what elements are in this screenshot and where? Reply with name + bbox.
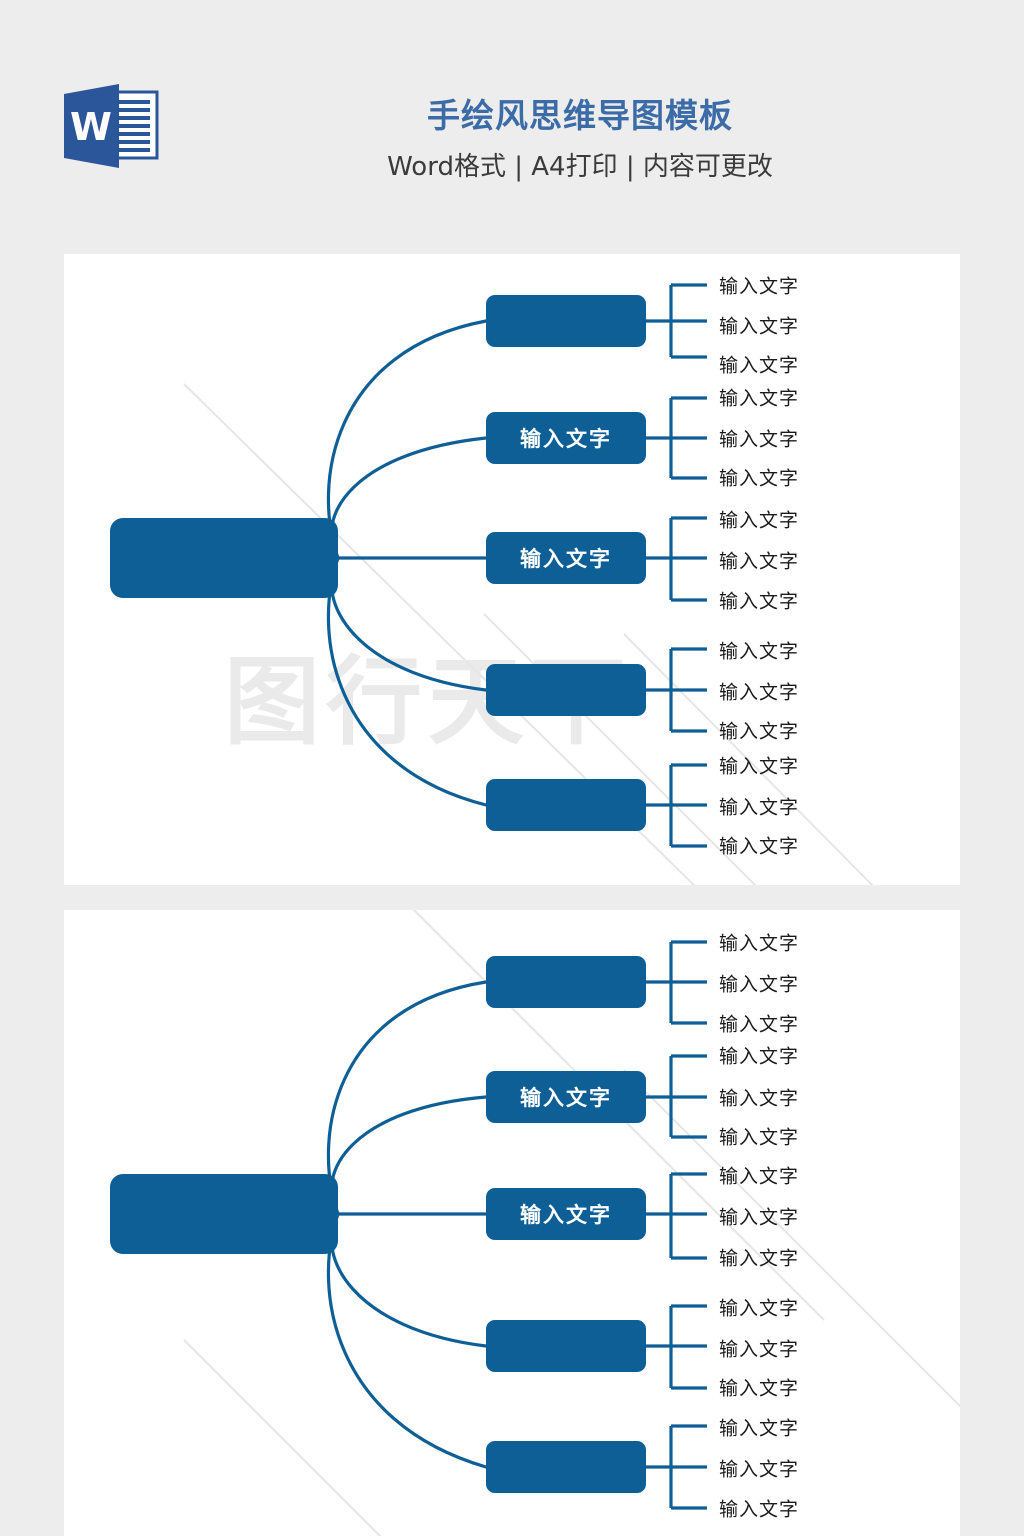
- root-node[interactable]: [110, 518, 338, 598]
- branch-node-3[interactable]: 输入文字: [486, 532, 646, 584]
- mindmap-connectors-1: [326, 283, 707, 848]
- branch-node-2-1[interactable]: [486, 956, 646, 1008]
- leaf-label-2-2-2[interactable]: 输入文字: [719, 1087, 800, 1110]
- leaf-label-5-3[interactable]: 输入文字: [719, 835, 800, 858]
- leaf-label-2-2-3[interactable]: 输入文字: [719, 1126, 800, 1149]
- word-logo: W: [62, 84, 166, 168]
- leaf-label-3-3[interactable]: 输入文字: [719, 590, 800, 613]
- leaf-label-5-2[interactable]: 输入文字: [719, 796, 800, 819]
- branch-node-2-3[interactable]: 输入文字: [486, 1188, 646, 1240]
- root-node-2[interactable]: [110, 1174, 338, 1254]
- leaf-label-2-1[interactable]: 输入文字: [719, 387, 800, 410]
- title-block: 手绘风思维导图模板 Word格式 | A4打印 | 内容可更改: [210, 92, 950, 188]
- leaf-label-2-1-2[interactable]: 输入文字: [719, 973, 800, 996]
- mindmap-panel-1: 图行天下: [64, 254, 960, 885]
- leaf-label-2-2-1[interactable]: 输入文字: [719, 1045, 800, 1068]
- page-subtitle: Word格式 | A4打印 | 内容可更改: [387, 152, 773, 182]
- leaf-label-3-1[interactable]: 输入文字: [719, 509, 800, 532]
- leaf-label-2-5-3[interactable]: 输入文字: [719, 1498, 800, 1521]
- branch-node-5[interactable]: [486, 779, 646, 831]
- leaf-label-1-1[interactable]: 输入文字: [719, 275, 800, 298]
- leaf-label-1-2[interactable]: 输入文字: [719, 315, 800, 338]
- page-header: W 手绘风思维导图模板 Word格式 | A4打印 | 内容可更改: [0, 0, 1024, 254]
- leaf-label-2-3[interactable]: 输入文字: [719, 467, 800, 490]
- leaf-label-4-1[interactable]: 输入文字: [719, 640, 800, 663]
- leaf-label-5-1[interactable]: 输入文字: [719, 755, 800, 778]
- leaf-label-4-2[interactable]: 输入文字: [719, 681, 800, 704]
- mindmap-canvas-1: 图行天下: [64, 254, 960, 885]
- mindmap-panel-2: 输入文字 输入文字 输入文字 输入文字 输入文字 输入文字 输入文字 输入文字 …: [64, 910, 960, 1536]
- leaf-label-2-5-1[interactable]: 输入文字: [719, 1417, 800, 1440]
- leaf-label-2-1-3[interactable]: 输入文字: [719, 1013, 800, 1036]
- leaf-label-2-4-2[interactable]: 输入文字: [719, 1338, 800, 1361]
- branch-node-2-2[interactable]: 输入文字: [486, 1071, 646, 1123]
- branch-node-2[interactable]: 输入文字: [486, 412, 646, 464]
- leaf-label-1-3[interactable]: 输入文字: [719, 354, 800, 377]
- leaf-label-2-3-2[interactable]: 输入文字: [719, 1206, 800, 1229]
- leaf-label-2-5-2[interactable]: 输入文字: [719, 1458, 800, 1481]
- page-title: 手绘风思维导图模板: [427, 96, 733, 135]
- branch-node-4[interactable]: [486, 664, 646, 716]
- leaf-label-2-2[interactable]: 输入文字: [719, 428, 800, 451]
- leaf-label-2-3-1[interactable]: 输入文字: [719, 1165, 800, 1188]
- branch-node-1[interactable]: [486, 295, 646, 347]
- leaf-label-3-2[interactable]: 输入文字: [719, 550, 800, 573]
- leaf-label-2-3-3[interactable]: 输入文字: [719, 1247, 800, 1270]
- word-logo-letter: W: [70, 105, 112, 149]
- leaf-label-2-4-1[interactable]: 输入文字: [719, 1297, 800, 1320]
- mindmap-canvas-2: 输入文字 输入文字 输入文字 输入文字 输入文字 输入文字 输入文字 输入文字 …: [64, 910, 960, 1536]
- leaf-label-4-3[interactable]: 输入文字: [719, 720, 800, 743]
- leaf-label-2-4-3[interactable]: 输入文字: [719, 1377, 800, 1400]
- branch-node-2-4[interactable]: [486, 1320, 646, 1372]
- branch-node-2-5[interactable]: [486, 1441, 646, 1493]
- leaf-label-2-1-1[interactable]: 输入文字: [719, 932, 800, 955]
